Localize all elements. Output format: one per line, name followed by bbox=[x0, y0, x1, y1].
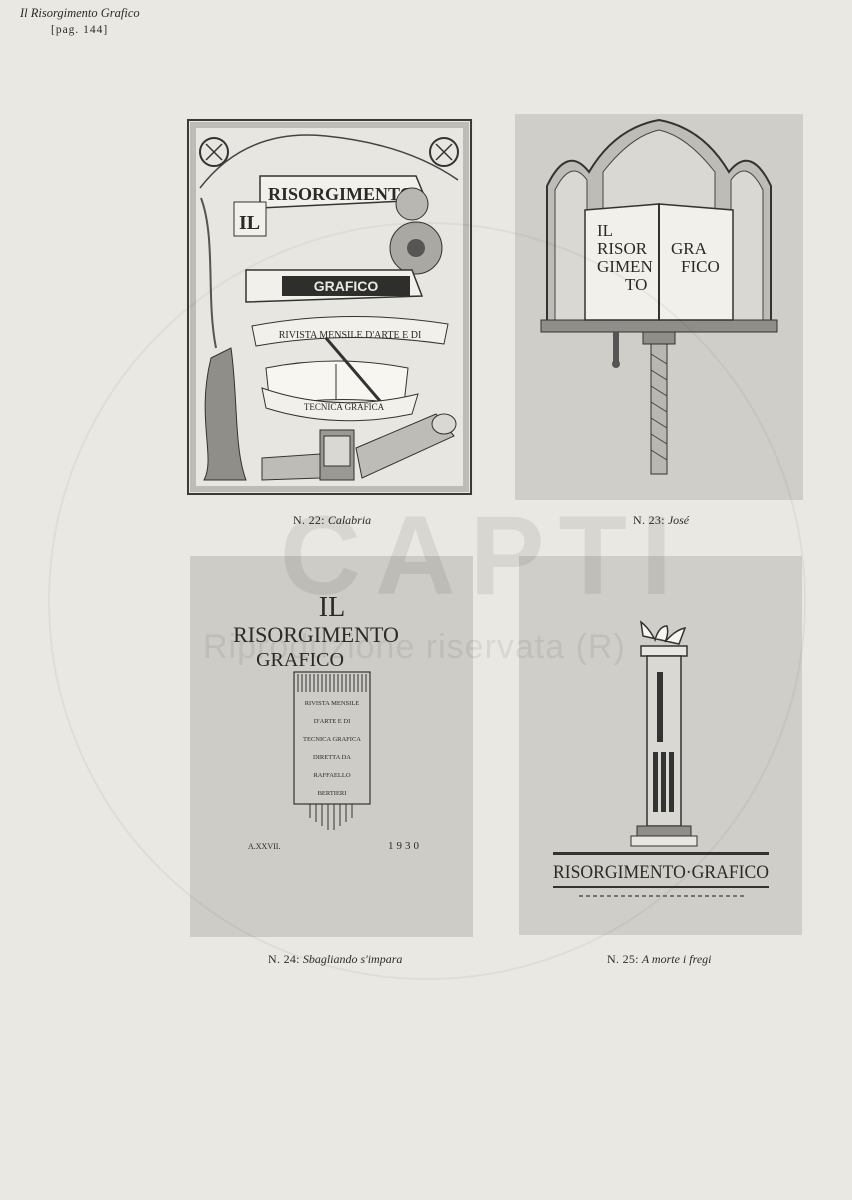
caption-23-title: José bbox=[667, 513, 690, 527]
plate-23-artwork: IL RISOR GIMEN TO GRA FICO bbox=[540, 118, 778, 475]
plate-24-line-3: GRAFICO bbox=[256, 649, 344, 671]
caption-25-title: A morte i fregi bbox=[641, 952, 712, 966]
plate-24-col-3: TECNICA GRAFICA bbox=[303, 736, 361, 743]
plate-22-letter-l: IL bbox=[239, 212, 260, 234]
plate-25-title: RISORGIMENTO·GRAFICO bbox=[553, 862, 769, 883]
plate-24-col-6: BERTIERI bbox=[318, 790, 347, 797]
plate-22-grafico-text: GRAFICO bbox=[314, 278, 379, 294]
plate-23-jose: IL RISOR GIMEN TO GRA FICO bbox=[515, 114, 803, 500]
plate-22-calabria: RISORGIMENTO IL GRAFICO RIVISTA MENSILE … bbox=[186, 118, 473, 496]
caption-22-title: Calabria bbox=[327, 513, 372, 527]
caption-22-number: N. 22: bbox=[293, 513, 325, 527]
caption-22: N. 22: Calabria bbox=[293, 513, 371, 528]
plate-23-right-1: GRA bbox=[671, 239, 708, 258]
page-number: [pag. 144] bbox=[51, 24, 109, 36]
plate-25-a-morte-i-fregi: RISORGIMENTO·GRAFICO bbox=[519, 556, 802, 935]
caption-24-number: N. 24: bbox=[268, 952, 300, 966]
plate-24-col-5: RAFFAELLO bbox=[313, 772, 350, 779]
running-head: Il Risorgimento Grafico bbox=[20, 6, 140, 20]
plate-23-left-2: RISOR bbox=[597, 239, 648, 258]
caption-23-number: N. 23: bbox=[633, 513, 665, 527]
plate-24-volume: A.XXVII. bbox=[248, 842, 280, 851]
plate-23-left-4: TO bbox=[625, 275, 647, 294]
plate-24-line-2: RISORGIMENTO bbox=[233, 622, 399, 647]
plate-22-banner-text: RISORGIMENTO bbox=[268, 184, 414, 204]
plate-23-left-3: GIMEN bbox=[597, 257, 653, 276]
caption-23: N. 23: José bbox=[633, 513, 689, 528]
plate-24-col-1: RIVISTA MENSILE bbox=[305, 700, 360, 707]
plate-24-artwork: IL RISORGIMENTO GRAFICO RIVISTA MENSILE … bbox=[233, 592, 422, 852]
plate-23-right-2: FICO bbox=[681, 257, 720, 276]
plate-24-line-1: IL bbox=[319, 592, 345, 623]
caption-25: N. 25: A morte i fregi bbox=[607, 952, 711, 967]
plate-24-col-2: D'ARTE E DI bbox=[314, 718, 351, 725]
plate-22-artwork: RISORGIMENTO IL GRAFICO RIVISTA MENSILE … bbox=[187, 119, 472, 495]
plate-24-sbagliando-simpara: IL RISORGIMENTO GRAFICO RIVISTA MENSILE … bbox=[190, 556, 473, 937]
caption-24-title: Sbagliando s'impara bbox=[302, 952, 403, 966]
caption-24: N. 24: Sbagliando s'impara bbox=[268, 952, 402, 967]
plate-24-col-4: DIRETTA DA bbox=[313, 754, 351, 761]
plate-22-ribbon-1: RIVISTA MENSILE D'ARTE E DI bbox=[279, 330, 422, 341]
plate-24-year: 1930 bbox=[388, 840, 422, 852]
plate-25-artwork: RISORGIMENTO·GRAFICO bbox=[553, 620, 769, 897]
plate-23-left-1: IL bbox=[597, 221, 613, 240]
caption-25-number: N. 25: bbox=[607, 952, 639, 966]
plate-22-ribbon-2: TECNICA GRAFICA bbox=[304, 402, 385, 412]
